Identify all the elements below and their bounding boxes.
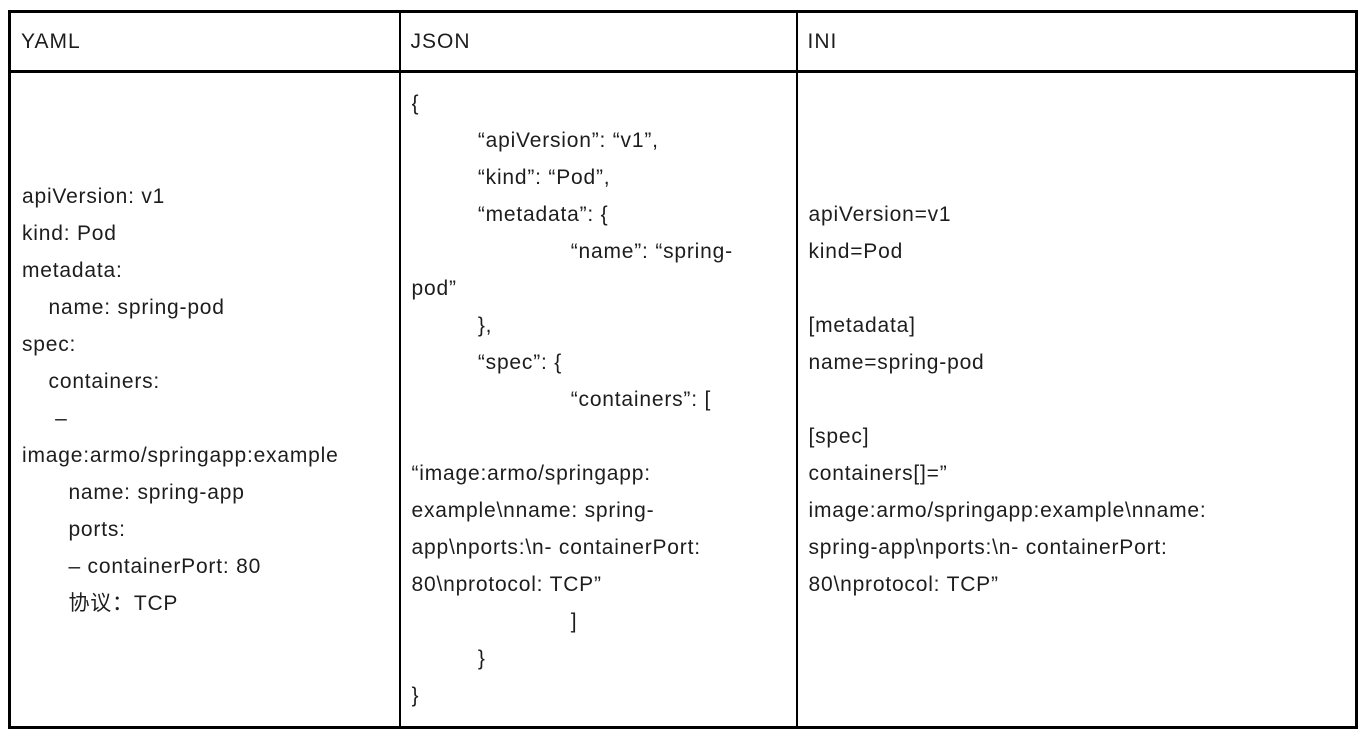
code-line: – containerPort: 80 [22, 554, 262, 578]
yaml-code-block: apiVersion: v1 kind: Pod metadata: name: s… [22, 178, 388, 622]
code-line: pod” [411, 277, 457, 300]
code-line: app\nports:\n- containerPort: [411, 536, 701, 559]
code-line: apiVersion: v1 [22, 184, 166, 208]
code-line [412, 418, 785, 455]
code-line: name: spring-app [22, 480, 245, 504]
content-row: apiVersion: v1 kind: Pod metadata: name: s… [10, 71, 1357, 728]
code-line: { [411, 92, 420, 115]
code-line: metadata: [22, 258, 123, 282]
header-row: YAML JSON INI [9, 11, 1357, 73]
code-line: image:armo/springapp:example\nname: [808, 499, 1207, 522]
code-line: [metadata] [808, 314, 916, 337]
code-line: }, [411, 314, 493, 337]
code-line: “kind”: “Pod”, [411, 166, 611, 189]
ini-cell: apiVersion=v1 kind=Pod [metadata] name=spr… [795, 71, 1357, 728]
code-line: “spec”: { [411, 351, 563, 374]
json-cell: { “apiVersion”: “v1”, “kind”: “Pod”, “me… [398, 71, 797, 728]
code-line: spec: [22, 332, 77, 356]
code-line: 协议：TCP [22, 591, 179, 615]
code-line: 80\nprotocol: TCP” [808, 573, 999, 596]
code-line: [spec] [808, 425, 870, 448]
code-line: “name”: “spring- [411, 240, 733, 263]
code-line [809, 270, 1345, 307]
code-line: name=spring-pod [808, 351, 985, 374]
code-line: containers: [22, 369, 161, 393]
code-line: ] [411, 610, 578, 633]
code-line: 80\nprotocol: TCP” [411, 573, 602, 596]
code-line: kind: Pod [22, 221, 117, 245]
column-header-json: JSON [398, 11, 797, 73]
format-comparison-table: YAML JSON INI apiVersion: v1 kind: Pod met… [8, 10, 1358, 729]
ini-code-block: apiVersion=v1 kind=Pod [metadata] name=spr… [809, 196, 1345, 603]
column-header-yaml: YAML [9, 11, 400, 73]
code-line: kind=Pod [808, 240, 904, 263]
code-line [809, 381, 1345, 418]
code-line: } [411, 647, 486, 670]
code-line: ports: [22, 517, 126, 541]
code-line: image:armo/springapp:example [22, 443, 339, 467]
code-line: “metadata”: { [411, 203, 609, 226]
code-line: “containers”: [ [411, 388, 712, 411]
code-line: “apiVersion”: “v1”, [411, 129, 659, 152]
code-line: “image:armo/springapp: [411, 462, 651, 485]
code-line: } [411, 684, 420, 707]
code-line: apiVersion=v1 [808, 203, 952, 226]
yaml-cell: apiVersion: v1 kind: Pod metadata: name: s… [10, 72, 400, 728]
code-line: example\nname: spring- [411, 499, 655, 522]
column-header-ini: INI [795, 11, 1357, 73]
code-line: name: spring-pod [22, 295, 225, 319]
code-line: containers[]=” [808, 462, 948, 485]
code-line: spring-app\nports:\n- containerPort: [808, 536, 1168, 559]
json-code-block: { “apiVersion”: “v1”, “kind”: “Pod”, “me… [412, 85, 785, 714]
code-line: – [22, 406, 68, 430]
